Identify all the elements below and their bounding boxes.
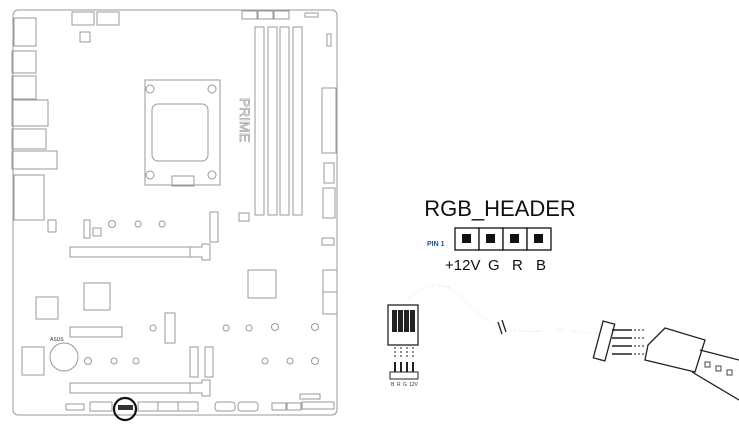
cable-pin-label: R xyxy=(397,382,401,388)
motherboard-layout: PRIME xyxy=(11,9,338,422)
cpu-power-connector-1 xyxy=(71,11,95,26)
rgb-cable-illustration: B R G 12V xyxy=(387,284,739,401)
dimm-slots xyxy=(254,26,303,216)
cmos-battery xyxy=(49,342,79,372)
cable-pin-label: 12V xyxy=(409,382,419,388)
cable-pin-label: B xyxy=(391,382,395,388)
rear-io-ports xyxy=(11,17,58,221)
atx-power-connector xyxy=(321,87,337,154)
svg-text:PRIME: PRIME xyxy=(237,98,253,142)
pcie-slots xyxy=(69,243,211,397)
rgb-header-location-highlight xyxy=(112,396,138,422)
svg-text:ASUS: ASUS xyxy=(50,337,64,343)
pin-label-g: G xyxy=(488,257,500,274)
crystal-sound-badge xyxy=(21,346,45,376)
header-title: RGB_HEADER xyxy=(424,196,576,221)
cpu-socket xyxy=(144,79,221,187)
pin-label-12v: +12V xyxy=(445,257,481,274)
pin-label-r: R xyxy=(512,257,523,274)
rgb-header-pins xyxy=(454,227,552,251)
bottom-headers xyxy=(65,393,335,412)
pin1-label: PIN 1 xyxy=(427,241,445,248)
mounting-holes xyxy=(84,220,319,365)
cable-pin-label: G xyxy=(403,382,407,388)
cpu-power-connector-2 xyxy=(96,11,120,26)
pin-label-b: B xyxy=(536,257,547,274)
